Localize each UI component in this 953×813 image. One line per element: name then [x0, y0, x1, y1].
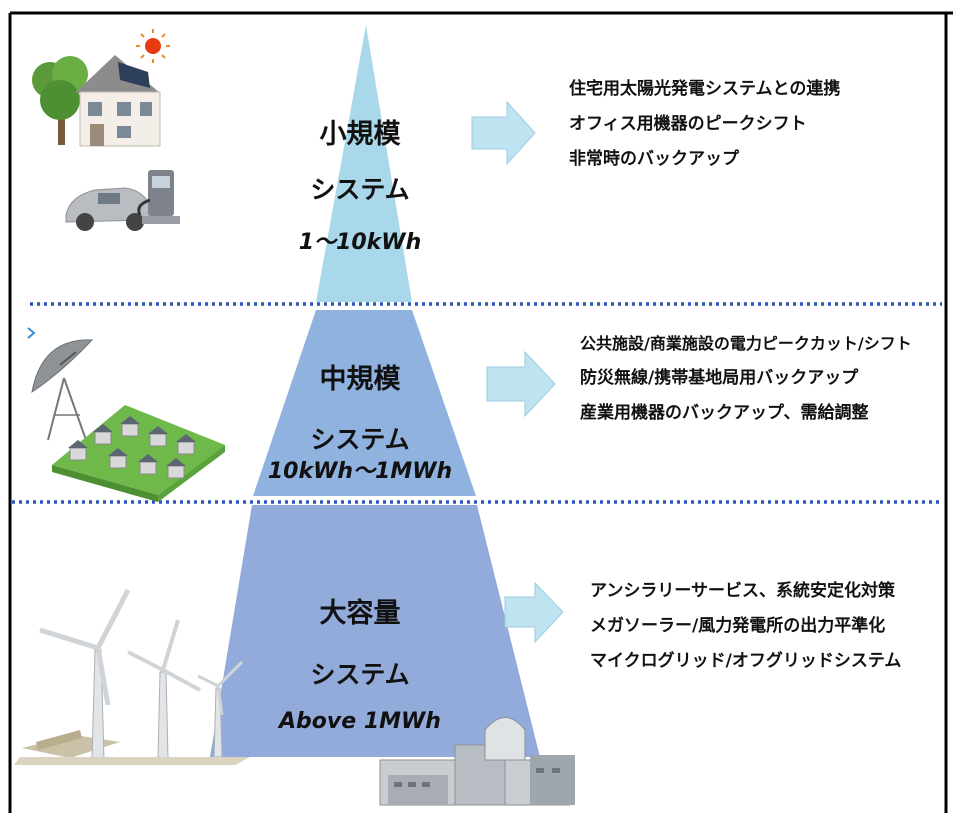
list-item: メガソーラー/風力発電所の出力平準化 — [590, 616, 886, 636]
satellite-dish-icon — [27, 327, 94, 441]
tier-medium-title: 中規模 — [319, 364, 401, 395]
arrow-icon — [486, 350, 556, 418]
list-item: 住宅用太陽光発電システムとの連携 — [569, 79, 841, 99]
tier-small-uses: 住宅用太陽光発電システムとの連携 オフィス用機器のピークシフト 非常時のバックア… — [569, 72, 840, 177]
arrow-icon — [504, 581, 564, 644]
list-item: 防災無線/携帯基地局用バックアップ — [580, 368, 859, 388]
tree-icon — [32, 56, 88, 145]
charger-icon — [137, 170, 180, 224]
town-icon — [52, 405, 225, 502]
list-item: 産業用機器のバックアップ、需給調整 — [580, 403, 869, 423]
tier-small-title: 小規模 — [319, 119, 401, 150]
arrow-icon — [471, 100, 536, 166]
electric-car-icon — [65, 187, 151, 231]
list-item: アンシラリーサービス、系統安定化対策 — [590, 581, 895, 601]
tier-small-subtitle: システム — [310, 175, 410, 204]
tier-large-uses: アンシラリーサービス、系統安定化対策 メガソーラー/風力発電所の出力平準化 マイ… — [590, 574, 901, 679]
power-plant-icon — [379, 717, 575, 806]
pyramid-tier-large — [210, 505, 540, 757]
tier-medium-capacity: 10kWh～1MWh — [267, 459, 453, 484]
pyramid-tier-small — [316, 25, 412, 302]
list-item: オフィス用機器のピークシフト — [569, 114, 807, 134]
pyramid-tier-medium — [253, 310, 476, 496]
list-item: 公共施設/商業施設の電力ピークカット/シフト — [580, 334, 912, 353]
list-item: 非常時のバックアップ — [569, 149, 739, 169]
tier-medium-subtitle: システム — [310, 425, 410, 454]
tier-small-capacity: 1～10kWh — [298, 230, 422, 255]
tier-large-capacity: Above 1MWh — [279, 709, 441, 734]
ground-strip — [14, 757, 250, 765]
house-icon — [75, 55, 161, 147]
tier-medium-uses: 公共施設/商業施設の電力ピークカット/シフト 防災無線/携帯基地局用バックアップ… — [580, 326, 912, 431]
factory-icon — [22, 730, 120, 758]
tier-large-subtitle: システム — [310, 660, 410, 689]
list-item: マイクログリッド/オフグリッドシステム — [590, 651, 902, 671]
tier-large-title: 大容量 — [319, 598, 401, 629]
sun-icon — [136, 29, 170, 63]
